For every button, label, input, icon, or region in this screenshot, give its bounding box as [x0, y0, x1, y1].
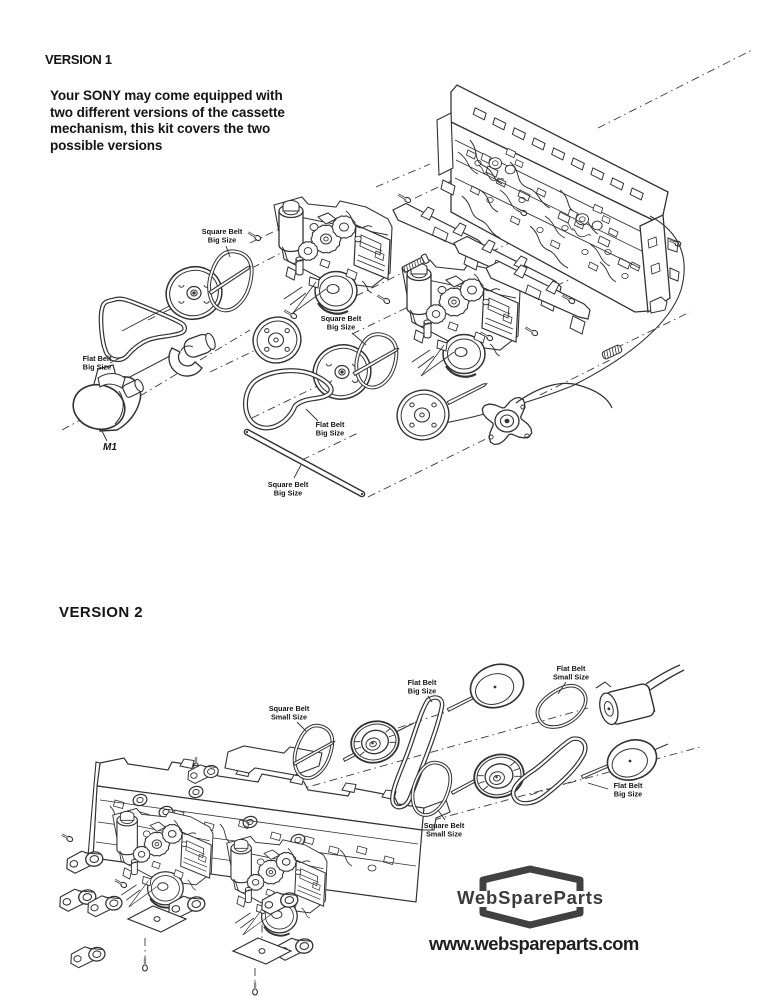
svg-text:Big Size: Big Size — [274, 489, 302, 498]
svg-text:Big Size: Big Size — [83, 363, 111, 372]
svg-text:Flat Belt: Flat Belt — [614, 781, 643, 790]
svg-text:Flat Belt: Flat Belt — [316, 420, 345, 429]
svg-text:Flat Belt: Flat Belt — [557, 664, 586, 673]
svg-text:Small Size: Small Size — [426, 830, 462, 839]
svg-text:Big Size: Big Size — [327, 323, 355, 332]
svg-text:Big Size: Big Size — [614, 790, 642, 799]
svg-text:Big Size: Big Size — [316, 429, 344, 438]
svg-text:Small Size: Small Size — [271, 713, 307, 722]
svg-text:Big Size: Big Size — [408, 687, 436, 696]
svg-text:Flat Belt: Flat Belt — [408, 678, 437, 687]
svg-text:M1: M1 — [103, 442, 117, 453]
svg-text:Small Size: Small Size — [553, 673, 589, 682]
svg-text:Square Belt: Square Belt — [321, 314, 362, 323]
svg-text:Square Belt: Square Belt — [424, 821, 465, 830]
svg-text:Flat Belt: Flat Belt — [83, 354, 112, 363]
svg-text:Big Size: Big Size — [208, 236, 236, 245]
svg-text:Square Belt: Square Belt — [202, 227, 243, 236]
svg-text:Square Belt: Square Belt — [269, 704, 310, 713]
svg-text:Square Belt: Square Belt — [268, 480, 309, 489]
